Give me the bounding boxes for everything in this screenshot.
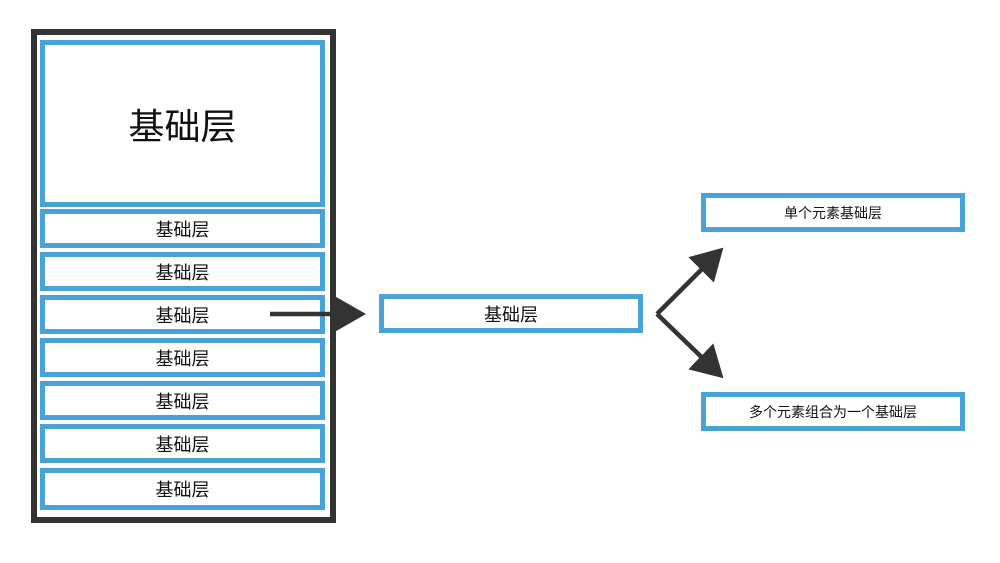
base-layer-row: 基础层	[40, 252, 325, 291]
arrow-to-multiple	[655, 312, 724, 379]
base-layer-row-label: 基础层	[155, 480, 210, 501]
single-element-label: 单个元素基础层	[784, 205, 882, 222]
single-element-box: 单个元素基础层	[701, 193, 965, 232]
middle-base-layer-label: 基础层	[484, 304, 538, 326]
base-layer-row: 基础层	[40, 209, 325, 248]
base-layer-row-label: 基础层	[155, 219, 210, 241]
top-base-layer-label: 基础层	[128, 106, 237, 148]
base-layer-row-label: 基础层	[155, 348, 210, 370]
base-layer-row: 基础层	[40, 468, 325, 510]
base-layer-row: 基础层	[40, 424, 325, 463]
layer-stack-frame	[31, 29, 336, 523]
arrow-to-single	[655, 247, 724, 316]
base-layer-row-label: 基础层	[155, 305, 210, 327]
top-base-layer: 基础层	[40, 40, 325, 207]
middle-base-layer: 基础层	[379, 294, 643, 333]
base-layer-row: 基础层	[40, 381, 325, 420]
base-layer-row-label: 基础层	[155, 434, 210, 456]
base-layer-row: 基础层	[40, 338, 325, 377]
multi-element-label: 多个元素组合为一个基础层	[749, 404, 917, 421]
base-layer-row-label: 基础层	[155, 262, 210, 284]
multi-element-box: 多个元素组合为一个基础层	[701, 392, 965, 431]
base-layer-row-label: 基础层	[155, 391, 210, 413]
